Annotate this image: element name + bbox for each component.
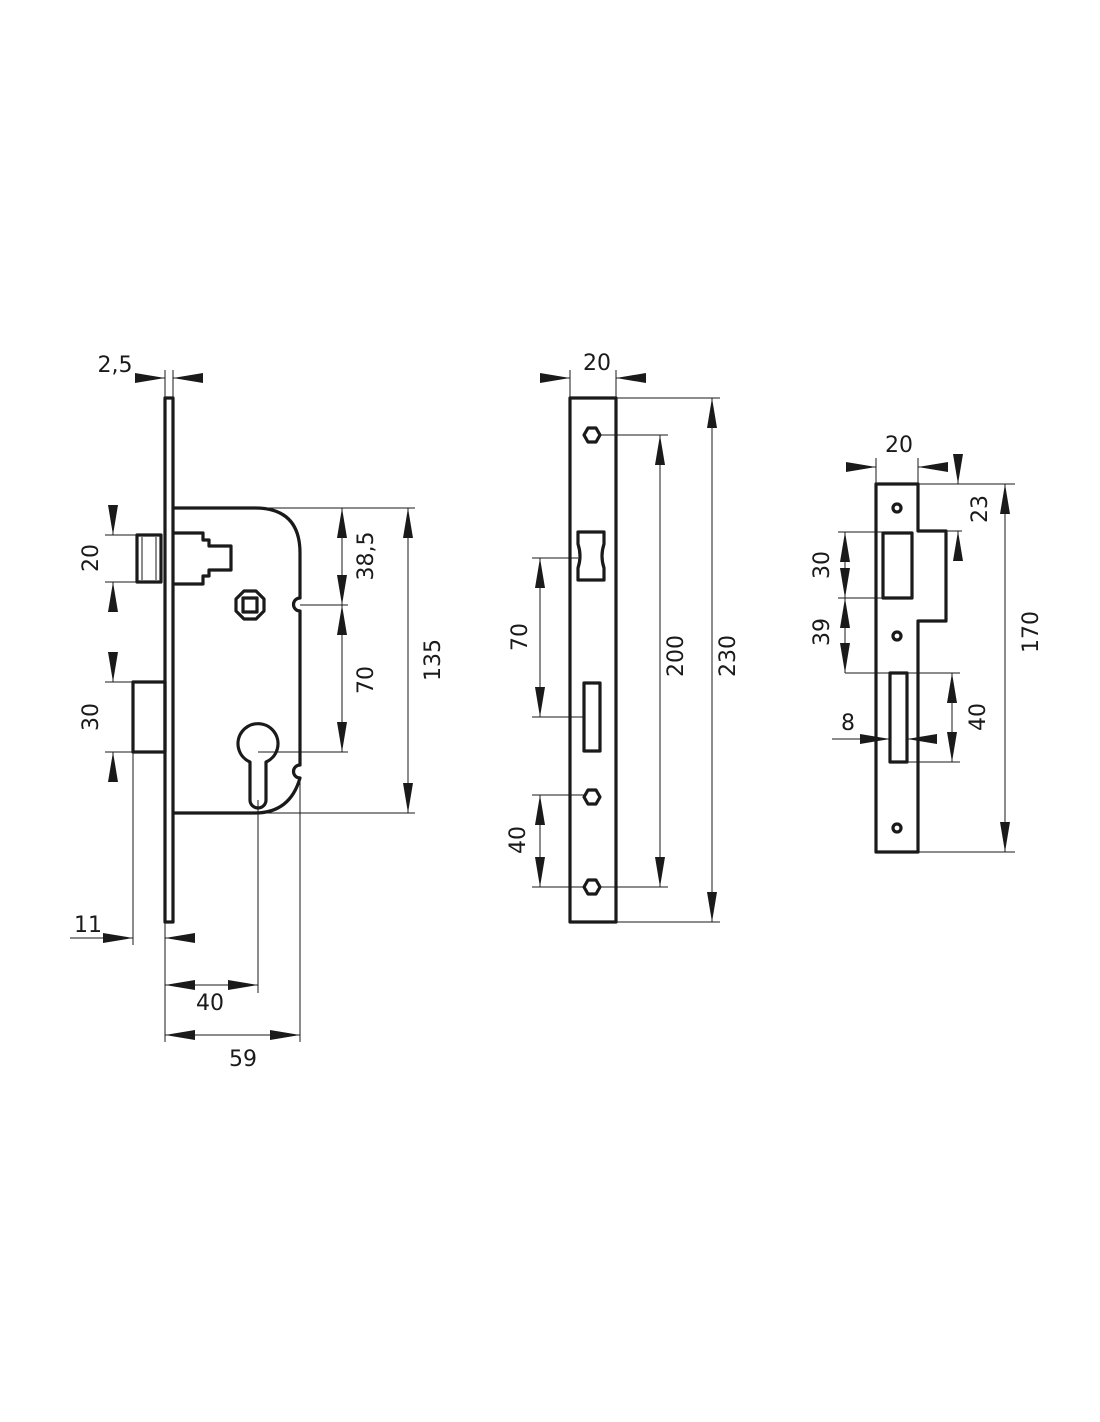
dim-gap: 39 xyxy=(810,618,835,646)
dim-faceplate-thickness: 2,5 xyxy=(98,353,133,378)
faceplate-view: 20 70 40 200 230 xyxy=(506,351,741,924)
latch-opening xyxy=(881,531,914,600)
dim-bolt-opening: 40 xyxy=(966,703,991,731)
follower-hub xyxy=(234,589,266,621)
screw-hole xyxy=(891,822,903,834)
strike-plate-view: 20 23 30 39 40 8 170 xyxy=(810,433,1044,854)
strike-plate xyxy=(874,482,948,854)
dim-bolt-throw: 11 xyxy=(74,913,102,938)
dim-follower-offset: 38,5 xyxy=(354,532,379,581)
dead-bolt xyxy=(131,680,167,754)
bolt-opening xyxy=(582,681,602,753)
screw-hole xyxy=(582,426,602,444)
dim-top-offset: 23 xyxy=(968,495,993,523)
dim-faceplate-width: 20 xyxy=(583,351,611,376)
latch-opening xyxy=(576,530,606,582)
dim-faceplate-length: 230 xyxy=(716,635,741,677)
dim-case-depth: 59 xyxy=(229,1047,257,1072)
dim-bolt-opening-width: 8 xyxy=(841,711,855,736)
faceplate-side xyxy=(163,396,175,924)
dim-screw-spacing-small: 40 xyxy=(506,826,531,854)
screw-hole xyxy=(582,788,602,806)
dim-backset: 40 xyxy=(196,991,224,1016)
dim-screw-spacing: 200 xyxy=(664,635,689,677)
dim-latch-opening: 30 xyxy=(810,551,835,579)
screw-hole xyxy=(582,878,602,896)
dim-center-distance: 70 xyxy=(354,666,379,694)
bolt-opening xyxy=(888,671,909,764)
dim-strike-length: 170 xyxy=(1019,611,1044,653)
screw-hole xyxy=(891,630,903,642)
dim-opening-spacing: 70 xyxy=(508,623,533,651)
dim-strike-width: 20 xyxy=(885,433,913,458)
dim-bolt-height: 30 xyxy=(79,703,104,731)
latch-bolt xyxy=(135,531,233,586)
cylinder-hole xyxy=(236,722,280,810)
lock-case xyxy=(173,506,302,815)
faceplate xyxy=(568,396,618,924)
lock-body-view: 2,5 20 30 38,5 70 135 11 40 59 xyxy=(70,353,446,1072)
dim-case-height: 135 xyxy=(421,639,446,681)
dim-latch-height: 20 xyxy=(79,544,104,572)
screw-hole xyxy=(891,502,903,514)
